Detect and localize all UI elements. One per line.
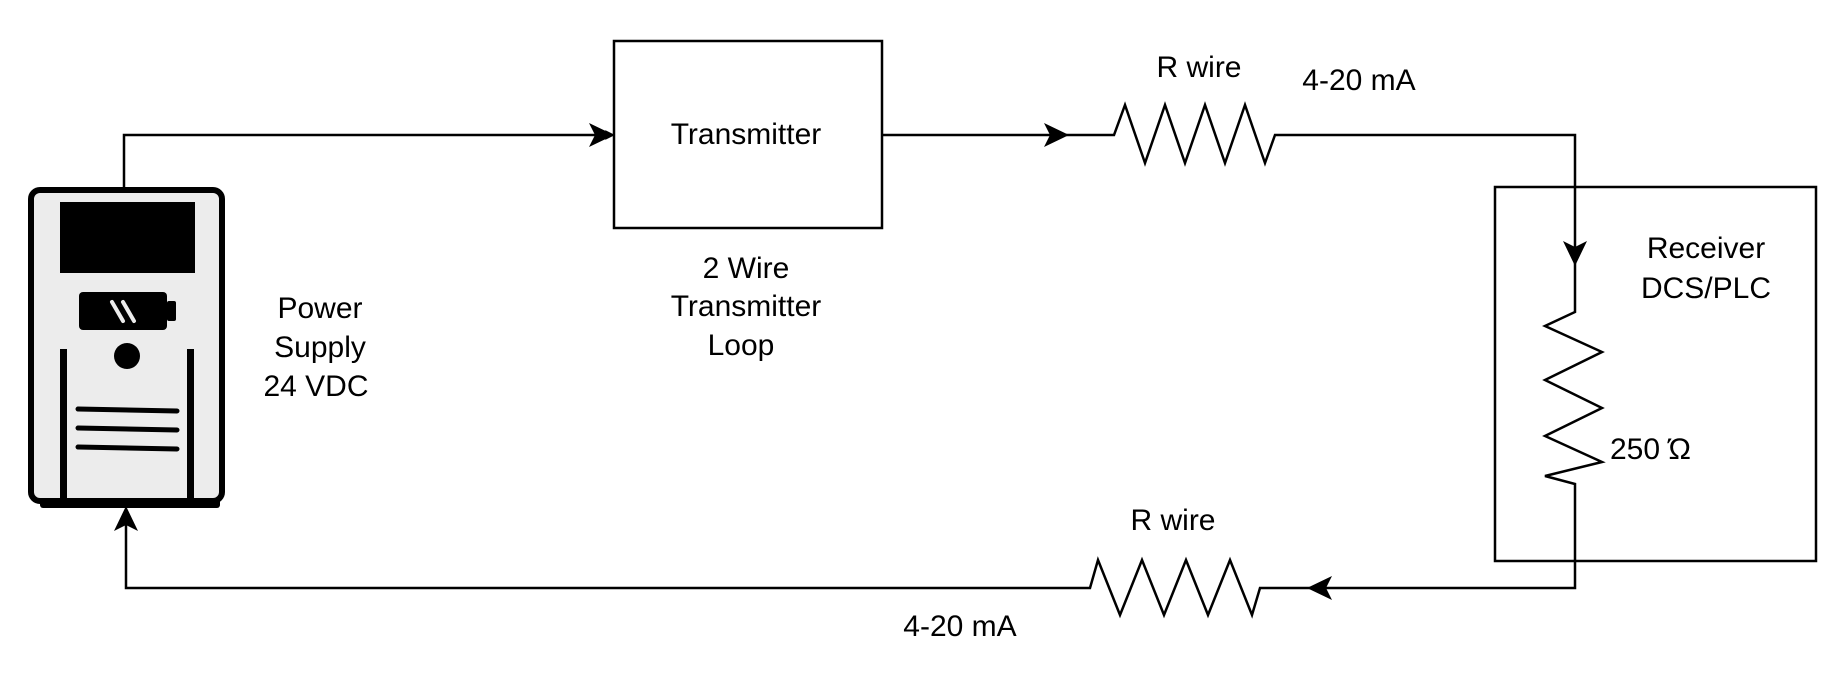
receiver-resistor [1325,262,1606,590]
receiver-resistor-label: 250 Ώ [1610,433,1691,466]
r-wire-top-resistor [1068,101,1577,262]
arrow-from-receiver [1307,576,1332,600]
transmitter-caption-line-1: 2 Wire [703,252,790,285]
wire-supply-to-transmitter [122,133,604,188]
arrow-into-receiver [1563,241,1587,266]
power-supply-label-line-3: 24 VDC [263,370,368,403]
current-label-bottom: 4-20 mA [903,610,1016,643]
r-wire-bottom-label: R wire [1130,504,1215,537]
r-wire-top-label: R wire [1156,51,1241,84]
arrow-into-r-wire [1044,123,1069,147]
transmitter-label: Transmitter [671,118,822,151]
arrow-into-transmitter [589,123,614,147]
transmitter-caption-line-3: Loop [708,329,775,362]
transmitter-caption-line-2: Transmitter [671,290,822,323]
power-supply-icon [28,187,225,508]
arrow-into-power-supply [114,506,138,531]
transmitter-box [612,39,884,230]
receiver-label-line-1: Receiver [1647,232,1765,265]
battery-icon [79,292,176,330]
receiver-label-line-2: DCS/PLC [1641,272,1771,305]
current-label-top: 4-20 mA [1302,64,1415,97]
receiver-box [1493,185,1818,563]
r-wire-bottom-resistor [124,510,1325,619]
power-supply-label-line-1: Power [277,292,362,325]
power-supply-label-line-2: Supply [274,331,366,364]
